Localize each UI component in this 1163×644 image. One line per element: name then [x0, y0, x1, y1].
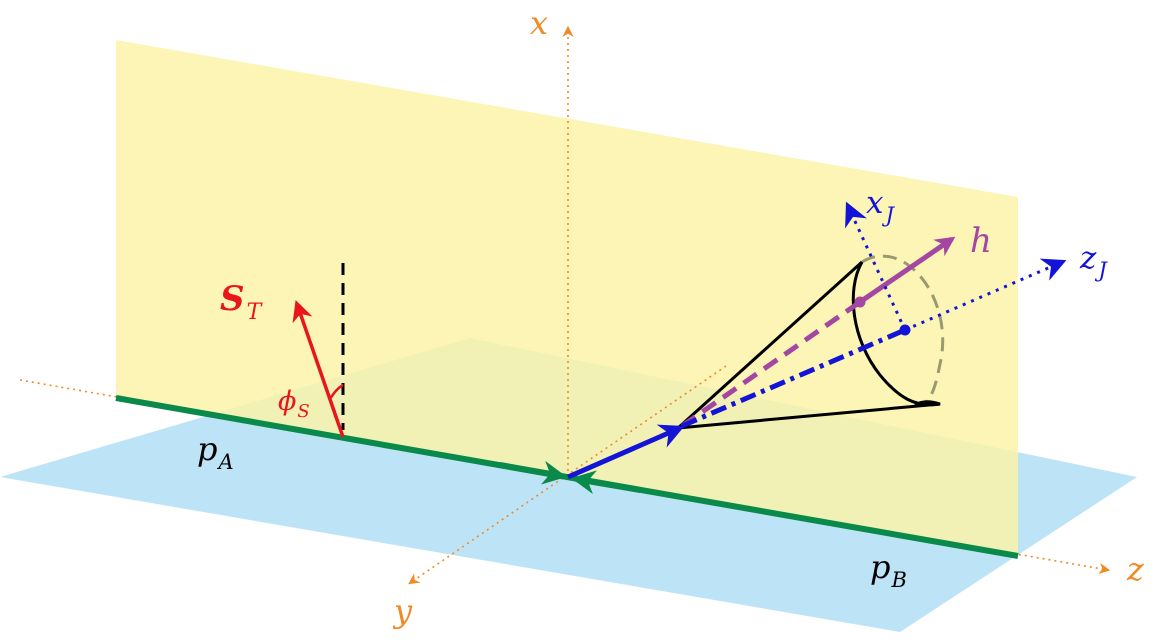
label-xJ: xJ — [866, 185, 895, 227]
cone-edge-top — [676, 260, 864, 430]
y-axis — [408, 365, 727, 585]
label-pB: pB — [870, 548, 907, 592]
hadron-dashed-line — [680, 299, 862, 429]
hadron-arrow — [858, 236, 956, 305]
label-pA: pA — [197, 430, 234, 474]
beam-arrow-pB — [571, 470, 641, 495]
label-h: h — [970, 221, 992, 261]
label-x: x — [530, 4, 548, 42]
label-phiS: ϕS — [278, 386, 310, 422]
parton-arrow — [566, 424, 685, 480]
phiS-angle-arc — [328, 383, 344, 400]
cone-edge-bottom — [677, 402, 941, 430]
cone-base-back — [861, 254, 945, 407]
zJ-axis — [904, 258, 1067, 332]
beam-line — [115, 395, 1019, 559]
label-y: y — [392, 592, 413, 630]
jet-axis-point — [899, 324, 911, 336]
label-ST: ST — [220, 279, 264, 325]
beam-arrow-pA — [499, 460, 567, 485]
jet-axis-dashdot — [681, 327, 906, 429]
label-zJ: zJ — [1079, 240, 1108, 282]
label-z: z — [1126, 550, 1145, 588]
hadron-point — [854, 296, 866, 308]
spin-vector — [292, 300, 345, 438]
